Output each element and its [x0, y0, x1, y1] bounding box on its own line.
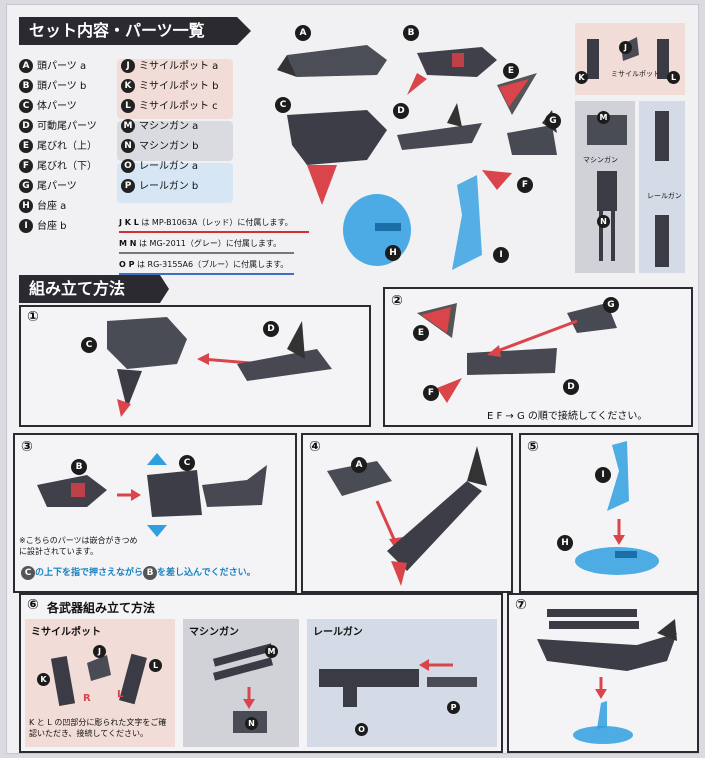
label-c: C [275, 97, 291, 113]
step-2-label-f: F [423, 385, 439, 401]
label-h: H [385, 245, 401, 261]
step-6-label-o: O [355, 723, 368, 736]
missile-pod-label: ミサイルポット [611, 70, 660, 78]
missile-parts-bg [117, 59, 233, 119]
step-2-number: ② [391, 293, 403, 309]
note-machinegun: M N は MG-2011（グレー）に付属します。 [119, 239, 282, 248]
step-1-number: ① [27, 309, 39, 325]
step-2-label-g: G [603, 297, 619, 313]
label-k: K [575, 71, 588, 84]
step-5-label-i: I [595, 467, 611, 483]
step-3-number: ③ [21, 439, 33, 455]
label-j: J [619, 41, 632, 54]
step-2-label-e: E [413, 325, 429, 341]
step-3-label-c: C [179, 455, 195, 471]
label-l: L [667, 71, 680, 84]
step-3-note: ※こちらのパーツは嵌合がきつめに設計されています。 [19, 536, 138, 556]
step-1-label-c: C [81, 337, 97, 353]
note-missile-underline [119, 231, 309, 233]
step-2-caption: E F → G の順で接続してください。 [487, 411, 648, 422]
step-4-number: ④ [309, 439, 321, 455]
step-6-railgun-illustration [319, 659, 477, 707]
step-5-label-h: H [557, 535, 573, 551]
step-7-number: ⑦ [515, 597, 527, 613]
railgun-parts-bg [117, 163, 233, 203]
step-1-label-d: D [263, 321, 279, 337]
step-6-label-n: N [245, 717, 258, 730]
step-2-illustration [417, 303, 617, 403]
step-6-r-mark: R [83, 693, 91, 704]
step-4-label-a: A [351, 457, 367, 473]
label-e: E [503, 63, 519, 79]
label-g: G [545, 113, 561, 129]
step-6-machinegun-title: マシンガン [189, 627, 239, 638]
railgun-label: レールガン [647, 192, 682, 200]
label-a: A [295, 25, 311, 41]
step-7-illustration [537, 609, 677, 744]
parts-list-header: セット内容・パーツ一覧 [19, 17, 251, 45]
step-6-note: K と L の凹部分に彫られた文字をご確認いただき、接続してください。 [29, 718, 167, 738]
machinegun-parts-bg [117, 121, 233, 161]
machinegun-parts [587, 115, 627, 261]
step-6-railgun-title: レールガン [313, 627, 363, 638]
label-f: F [517, 177, 533, 193]
machinegun-label: マシンガン [583, 156, 618, 164]
step-6-missile-illustration [50, 653, 147, 707]
label-d: D [393, 103, 409, 119]
label-i: I [493, 247, 509, 263]
railgun-parts [655, 111, 669, 267]
step-6-label-m: M [265, 645, 278, 658]
step-6-title: 各武器組み立て方法 [47, 601, 156, 615]
step-6-label-p: P [447, 701, 460, 714]
assembly-header: 組み立て方法 [19, 275, 169, 303]
step-1-illustration [107, 317, 332, 417]
note-railgun: O P は RG-3155A6（ブルー）に付属します。 [119, 260, 289, 269]
step-6-number: ⑥ [27, 597, 39, 613]
note-railgun-underline [119, 273, 294, 275]
note-machinegun-underline [119, 252, 294, 254]
label-b: B [403, 25, 419, 41]
step-6-label-k: K [37, 673, 50, 686]
step-6-label-l: L [149, 659, 162, 672]
step-6-label-j: J [93, 645, 106, 658]
step-5-number: ⑤ [527, 439, 539, 455]
step-6-missile-title: ミサイルポット [31, 627, 101, 638]
parts-illustration [277, 45, 557, 270]
label-m: M [597, 111, 610, 124]
step-6-l-mark: L [117, 689, 124, 700]
step-5-illustration [575, 441, 659, 575]
note-missile: J K L は MP-B1063A（レッド）に付属します。 [119, 218, 293, 227]
label-n: N [597, 215, 610, 228]
step-4-illustration [327, 446, 487, 586]
step-3-label-b: B [71, 459, 87, 475]
step-6-machinegun-illustration [212, 643, 274, 733]
step-6-missile-panel [25, 619, 175, 747]
step-3-illustration [37, 453, 267, 537]
step-2-label-d: D [563, 379, 579, 395]
